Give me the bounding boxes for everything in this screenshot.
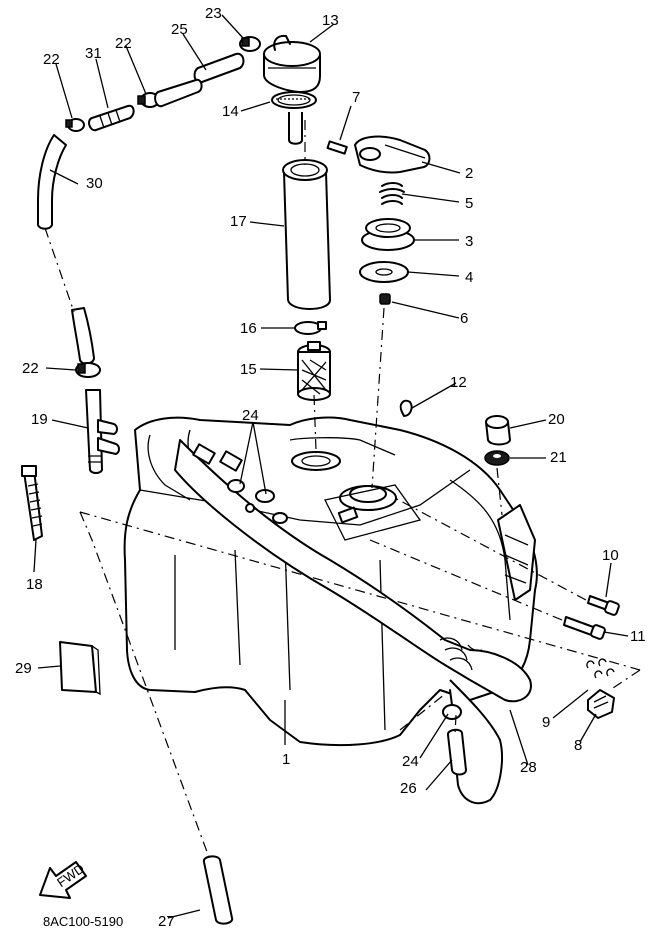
clips-9 — [586, 658, 615, 679]
callout-19: 19 — [31, 411, 48, 428]
callout-22-left: 22 — [43, 51, 60, 68]
hose-lower — [71, 307, 95, 365]
cover — [354, 135, 431, 174]
nut-8 — [587, 689, 615, 719]
callout-12: 12 — [450, 374, 467, 391]
spring — [379, 182, 405, 205]
filler-cap — [263, 34, 321, 93]
callout-17: 17 — [230, 213, 247, 230]
pin — [326, 140, 348, 155]
fuel-hose-assembly — [174, 439, 532, 703]
callout-1: 1 — [282, 751, 290, 768]
cap-gasket — [271, 91, 317, 109]
hose-26 — [447, 728, 467, 776]
hose-30 — [37, 134, 67, 230]
cap-vent-tube — [288, 112, 303, 145]
callout-5: 5 — [465, 195, 473, 212]
callout-3: 3 — [465, 233, 473, 250]
callout-6: 6 — [460, 310, 468, 327]
fuel-filler-neck-plate — [324, 484, 422, 541]
callout-13: 13 — [322, 12, 339, 29]
hose-27 — [202, 855, 234, 925]
callout-14: 14 — [222, 103, 239, 120]
hose-segment — [154, 78, 203, 108]
callout-28: 28 — [520, 759, 537, 776]
callout-21: 21 — [550, 449, 567, 466]
grommet — [485, 415, 511, 446]
strap-18 — [21, 465, 43, 541]
t-joint-19 — [85, 389, 120, 474]
fuel-filter — [297, 341, 331, 401]
callout-20: 20 — [548, 411, 565, 428]
callout-16: 16 — [240, 320, 257, 337]
fitting-31 — [88, 104, 135, 132]
hose-25 — [193, 52, 245, 84]
callout-2: 2 — [465, 165, 473, 182]
callout-30: 30 — [86, 175, 103, 192]
callout-18: 18 — [26, 576, 43, 593]
callout-27: 27 — [158, 913, 175, 930]
filler-clamp — [294, 321, 327, 335]
small-nut — [379, 293, 391, 305]
callout-26: 26 — [400, 780, 417, 797]
hose-clamp-22-lower — [75, 362, 101, 378]
callout-10: 10 — [602, 547, 619, 564]
bolt-10 — [587, 595, 620, 616]
filler-neck-tube — [282, 159, 331, 310]
callout-22-top: 22 — [115, 35, 132, 52]
valve-seat — [361, 218, 415, 251]
callout-29: 29 — [15, 660, 32, 677]
callout-25: 25 — [171, 21, 188, 38]
washer — [359, 261, 409, 283]
callout-24-bottom: 24 — [402, 753, 419, 770]
leader-lines — [33, 14, 629, 919]
callout-23: 23 — [205, 5, 222, 22]
assembly-lines — [44, 120, 641, 861]
clip — [399, 399, 413, 417]
pad-29 — [59, 641, 97, 693]
callout-15: 15 — [240, 361, 257, 378]
bolt-11 — [563, 616, 606, 640]
callout-11: 11 — [630, 628, 646, 645]
callout-8: 8 — [574, 737, 582, 754]
rubber-washer — [484, 450, 510, 466]
hose-clamp-23 — [239, 36, 261, 52]
callout-labels: 13 23 25 22 31 22 14 7 2 30 5 17 3 4 6 1… — [15, 5, 646, 930]
fwd-arrow-icon: FWD — [39, 861, 87, 899]
callout-4: 4 — [465, 269, 473, 286]
callout-24-top: 24 — [242, 407, 259, 424]
drawing-code: 8AC100-5190 — [43, 914, 123, 929]
callout-9: 9 — [542, 714, 550, 731]
callout-22-lower: 22 — [22, 360, 39, 377]
hose-clamp-22-left — [65, 118, 85, 132]
callout-7: 7 — [352, 89, 360, 106]
callout-31: 31 — [85, 45, 102, 62]
